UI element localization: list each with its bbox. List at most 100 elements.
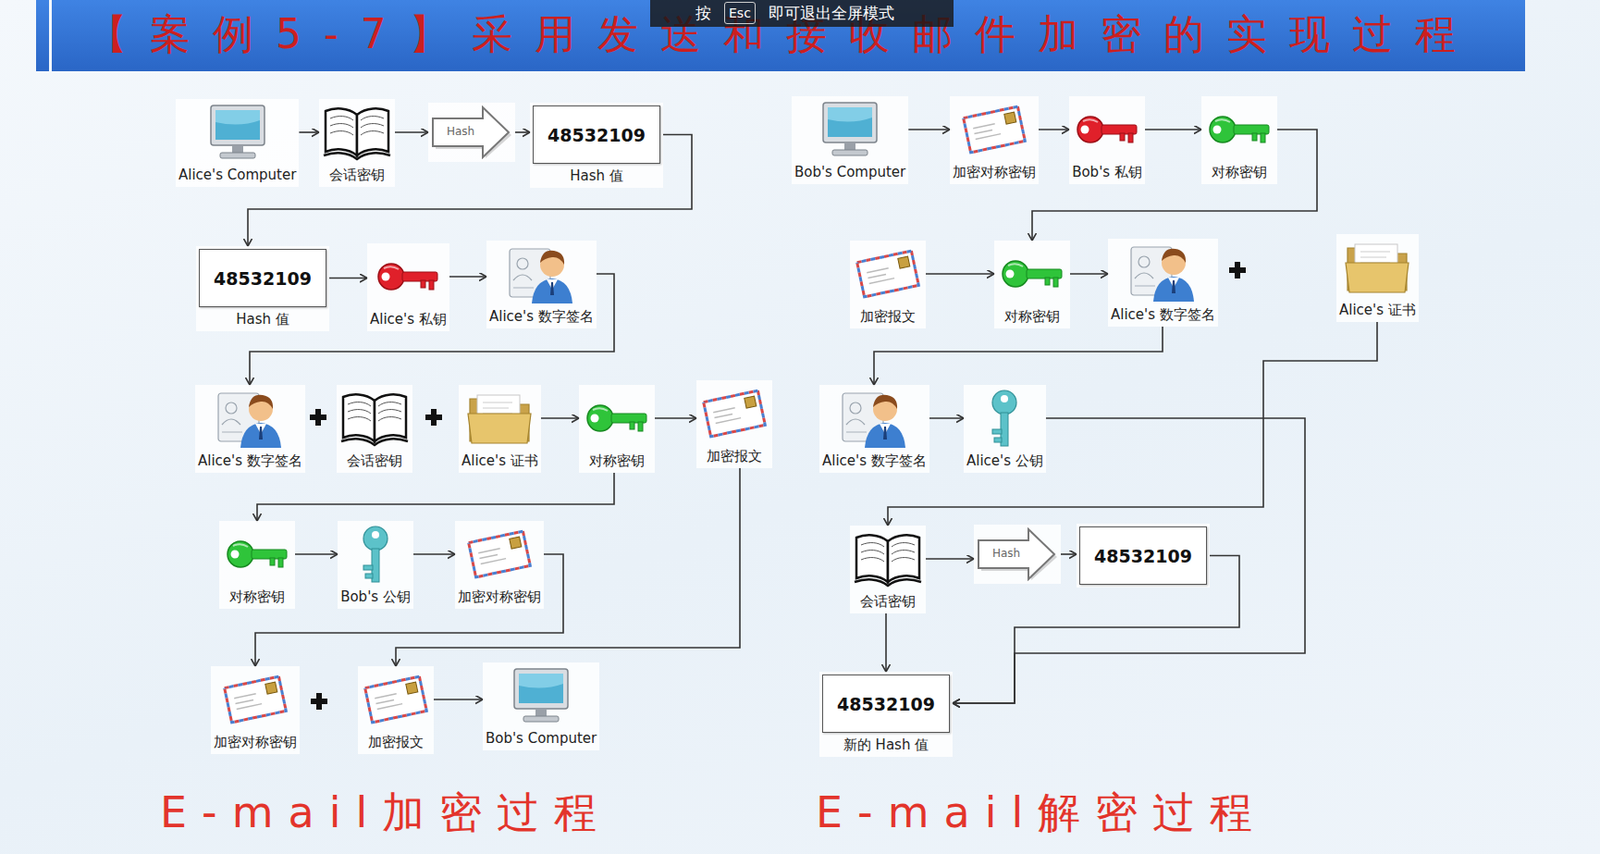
icon-part [464, 387, 535, 449]
icon-part [372, 246, 444, 308]
icon-part [1360, 251, 1391, 263]
icon-part [898, 256, 911, 269]
caption-text: Alice's 数字签名 [822, 452, 927, 470]
key-cap: Esc [724, 1, 756, 25]
icon-part [1081, 125, 1090, 135]
icon-part [221, 523, 293, 585]
icon-part [513, 274, 532, 281]
flow-arrow [885, 613, 887, 672]
icon-part [827, 107, 873, 137]
keyred-icon [372, 246, 444, 308]
monitor-node: Alice's Computer [175, 98, 299, 187]
icon-part [365, 573, 373, 579]
env-icon [852, 243, 924, 305]
icon-part [1171, 280, 1176, 294]
icon-part [363, 565, 373, 570]
icon-part [278, 557, 284, 567]
person-node: Alice's 数字签名 [195, 384, 306, 473]
keyblue-node: Bob's 公钥 [337, 520, 414, 609]
keygreen-icon [581, 387, 653, 449]
caption-text: 会话密钥 [329, 166, 385, 185]
keyblue-icon [340, 523, 411, 585]
book-icon [321, 101, 393, 163]
hash-box: 48532109 [532, 105, 661, 164]
caption-text: Alice's Computer [178, 166, 296, 185]
person-node: Alice's 数字签名 [486, 240, 597, 329]
caption-text: Alice's 数字签名 [1110, 306, 1216, 324]
icon-part [1161, 248, 1186, 263]
icon-part [1004, 111, 1017, 124]
icon-part [587, 405, 614, 431]
icon-part [429, 280, 434, 290]
flow-arrow [1060, 553, 1077, 555]
icon-part [1053, 277, 1059, 287]
icon-part [231, 550, 240, 559]
flow-arrow [329, 277, 368, 280]
icon-part [221, 418, 241, 425]
env-node: 加密对称密钥 [949, 96, 1039, 185]
icon-part [550, 282, 554, 296]
icon-part [629, 421, 635, 430]
flow-arrow [298, 131, 320, 134]
hash-box: 48532109 [198, 248, 327, 308]
icon-part [221, 430, 243, 432]
caption-text: 会话密钥 [346, 452, 403, 470]
flow-arrow [925, 272, 995, 275]
caption-text: Alice's 证书 [461, 452, 539, 470]
icon-part [381, 272, 391, 282]
icon-part [518, 673, 564, 703]
icon-part [1209, 116, 1236, 143]
flow-arrow [1144, 128, 1202, 131]
icon-part [844, 142, 856, 150]
icon-part [420, 280, 426, 288]
icon-part [270, 557, 275, 566]
icon-part [468, 530, 531, 578]
icon-part [468, 530, 531, 578]
caption-text: Alice's 公钥 [966, 452, 1044, 470]
folder-icon [1341, 236, 1413, 298]
icon-part [827, 107, 873, 123]
icon-part [873, 394, 898, 409]
icon-part [1000, 394, 1009, 403]
book-node: 会话密钥 [319, 98, 395, 187]
icon-part [347, 402, 402, 421]
icon-part [852, 528, 924, 590]
env-node: 加密对称密钥 [455, 520, 544, 609]
icon-part [248, 394, 273, 409]
keygreen-icon [996, 243, 1068, 305]
icon-part [1215, 119, 1231, 123]
icon-part [856, 534, 888, 582]
icon-part [371, 530, 380, 539]
flow-arrow [449, 275, 487, 278]
icon-part [339, 387, 410, 449]
flow-arrow [873, 326, 1163, 385]
hash-node: Hash [428, 102, 516, 162]
plus-group [309, 261, 1246, 710]
env-icon [959, 98, 1030, 160]
overlay-text: 按 [695, 2, 712, 24]
flow-arrow [654, 417, 697, 419]
hash-label: Hash [980, 545, 1033, 561]
icon-part [857, 250, 920, 297]
caption-text: 对称密钥 [589, 452, 645, 470]
flow-arrow [908, 128, 950, 131]
icon-part [1134, 272, 1154, 279]
icon-part [432, 107, 509, 158]
icon-part [406, 681, 419, 694]
icon-part [1008, 263, 1023, 267]
icon-part [864, 422, 906, 448]
icon-part [838, 387, 910, 449]
icon-part [518, 673, 564, 689]
hash-value: 48532109 [1094, 545, 1193, 567]
caption-text: 加密对称密钥 [952, 163, 1036, 182]
caption-text: 加密报文 [368, 733, 424, 751]
flow-arrow [394, 131, 429, 134]
icon-part [227, 541, 254, 567]
person-icon [214, 387, 285, 449]
icon-part [592, 407, 608, 411]
numbox-node: 48532109 [1076, 523, 1210, 588]
hash-value: 48532109 [213, 268, 312, 289]
icon-part [535, 708, 547, 716]
icon-part [343, 393, 375, 442]
keygreen-node: 对称密钥 [219, 520, 296, 609]
